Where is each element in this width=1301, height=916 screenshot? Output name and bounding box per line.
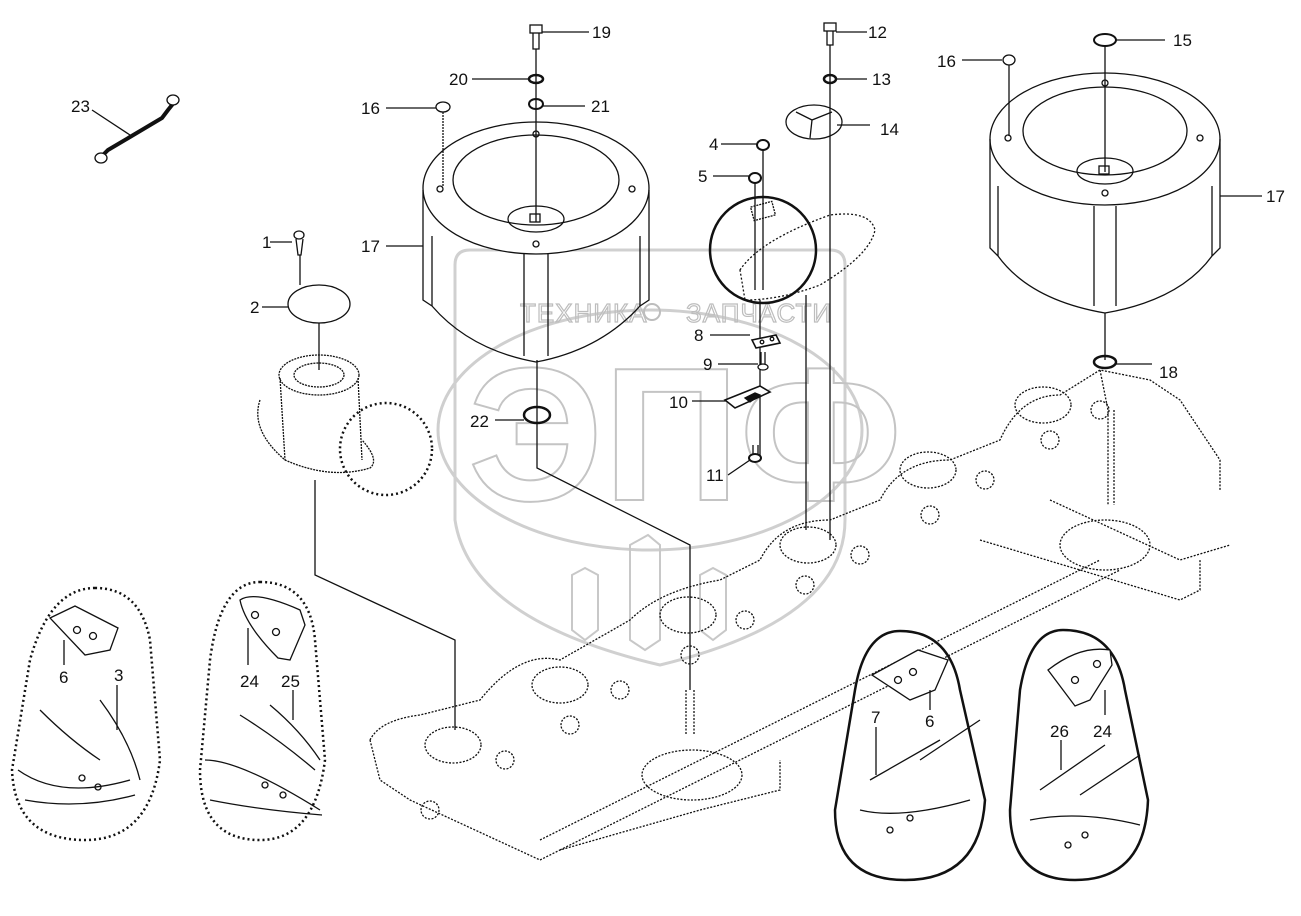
callout-4: 4 xyxy=(709,135,718,154)
callout-8: 8 xyxy=(694,326,703,345)
callout-10: 10 xyxy=(669,393,688,412)
watermark-oval xyxy=(436,308,864,552)
cap-part-16-right xyxy=(1002,54,1016,66)
callout-20: 20 xyxy=(449,70,468,89)
cover-plate-part-2 xyxy=(287,284,351,324)
callout-13: 13 xyxy=(872,70,891,89)
hub-housing xyxy=(257,354,375,474)
bolt-part-19 xyxy=(529,24,543,50)
callout-9: 9 xyxy=(703,355,712,374)
callout-16a: 16 xyxy=(361,99,380,118)
plate-part-8 xyxy=(750,334,782,349)
bolt-part-9 xyxy=(757,352,769,371)
callout-2: 2 xyxy=(250,298,259,317)
cutter-bar-assembly xyxy=(369,369,1231,861)
callout-26: 26 xyxy=(1050,722,1069,741)
watermark-gear-icon xyxy=(643,303,661,321)
leader-drum-to-shaft xyxy=(536,360,691,690)
callout-24b: 24 xyxy=(1093,722,1112,741)
callout-19: 19 xyxy=(592,23,611,42)
callout-17b: 17 xyxy=(1266,187,1285,206)
disc-plate xyxy=(739,213,876,301)
watermark: ТЕХНИКА ЗАПЧАСТИ ЭПФ xyxy=(436,248,903,667)
detail-blade-holder-24-25 xyxy=(198,580,327,842)
callout-21: 21 xyxy=(591,97,610,116)
watermark-text-left: ТЕХНИКА xyxy=(520,298,648,328)
callout-leaders xyxy=(63,31,1262,775)
blade-part-10 xyxy=(723,385,772,409)
detail-blade-holder-7-6 xyxy=(833,629,987,882)
callout-12: 12 xyxy=(868,23,887,42)
callout-1: 1 xyxy=(262,233,271,252)
callout-17a: 17 xyxy=(361,237,380,256)
cap-part-16-left xyxy=(435,101,451,113)
cone-part-14 xyxy=(785,104,843,140)
callout-24a: 24 xyxy=(240,672,259,691)
bolt-part-11 xyxy=(748,445,762,463)
detail-blade-holder-26-24 xyxy=(1008,628,1150,882)
detail-circle-housing xyxy=(338,401,434,497)
wrench-part-23 xyxy=(94,94,180,164)
callout-6b: 6 xyxy=(925,712,934,731)
bolt-part-1 xyxy=(293,230,305,256)
ring-part-18 xyxy=(1092,354,1118,370)
watermark-shield xyxy=(453,248,847,667)
callout-6a: 6 xyxy=(59,668,68,687)
leader-housing-to-bed xyxy=(314,480,456,730)
callout-22: 22 xyxy=(470,412,489,431)
nut-part-4 xyxy=(756,139,770,151)
callout-25: 25 xyxy=(281,672,300,691)
callout-14: 14 xyxy=(880,120,899,139)
callout-labels: 1 2 3 4 5 6 6 7 8 9 10 11 12 13 14 15 16… xyxy=(59,23,1285,741)
callout-16b: 16 xyxy=(937,52,956,71)
callout-11: 11 xyxy=(706,466,724,485)
watermark-wheat-icon xyxy=(571,533,727,652)
detail-blade-holder-6-3 xyxy=(10,586,162,842)
callout-18: 18 xyxy=(1159,363,1178,382)
nut-part-5 xyxy=(748,172,762,184)
callout-7: 7 xyxy=(871,708,880,727)
washer-part-15 xyxy=(1093,33,1117,47)
callout-15: 15 xyxy=(1173,31,1192,50)
bolt-part-12 xyxy=(823,22,837,46)
callout-3: 3 xyxy=(114,666,123,685)
callout-23: 23 xyxy=(71,97,90,116)
callout-5: 5 xyxy=(698,167,707,186)
